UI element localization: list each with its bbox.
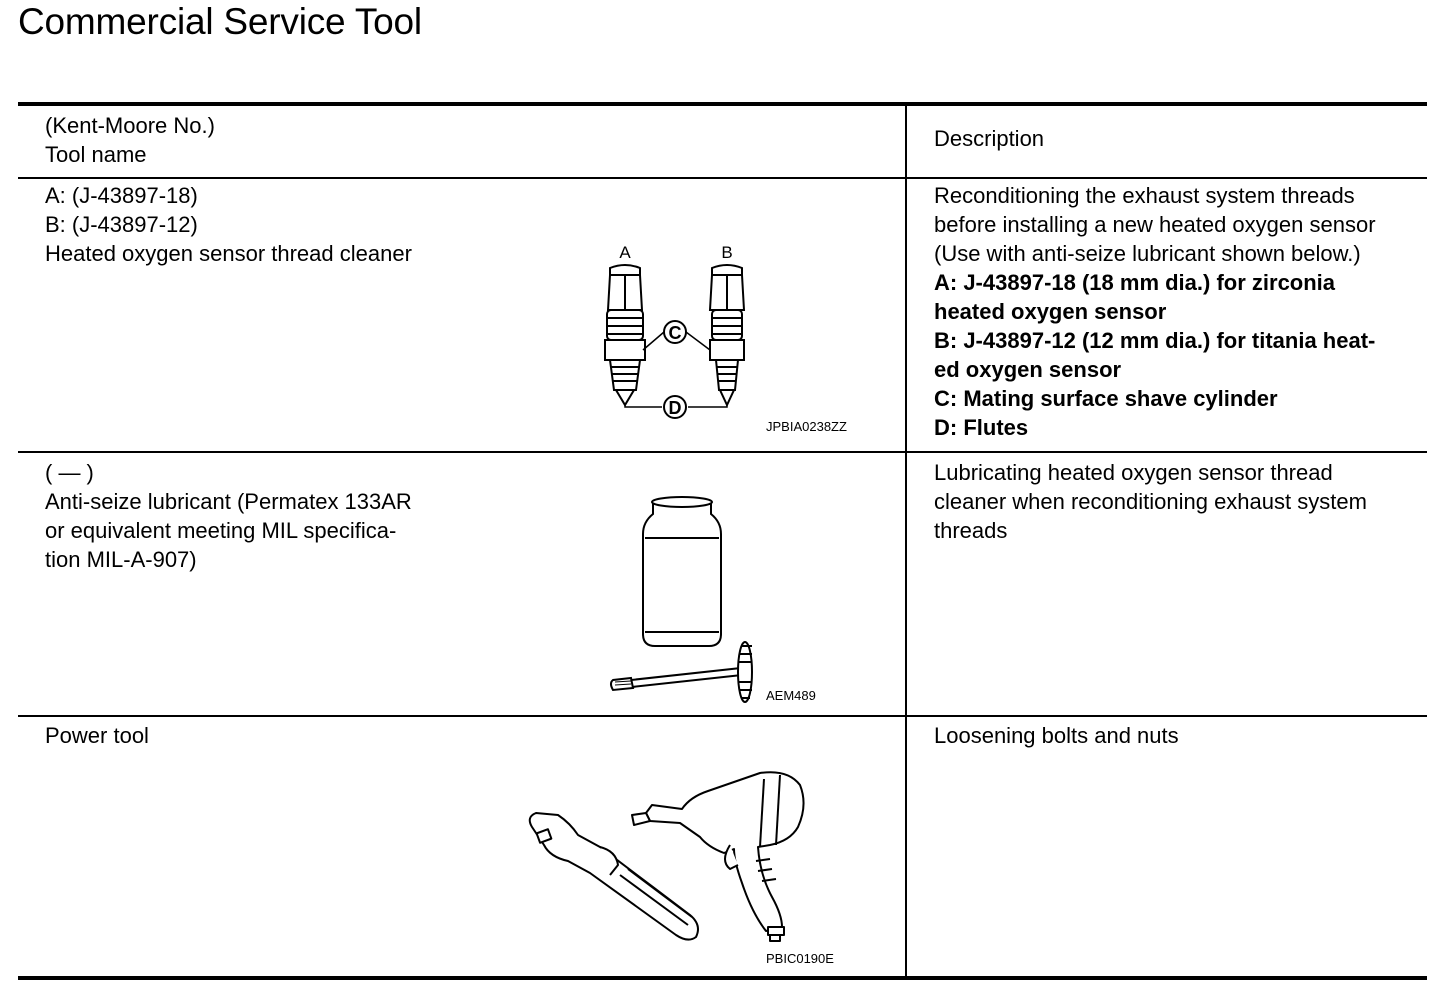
figure-code-jpbia0238zz: JPBIA0238ZZ xyxy=(766,419,847,434)
callout-d-label: D xyxy=(669,398,682,418)
desc-bold-line: A: J-43897-18 (18 mm dia.) for zirconia xyxy=(934,270,1336,295)
power-tool-illustration xyxy=(528,771,805,942)
figure-code-aem489: AEM489 xyxy=(766,688,816,703)
row-1-description: Reconditioning the exhaust system thread… xyxy=(934,181,1376,442)
row-divider-2 xyxy=(18,715,1427,717)
table-bottom-rule xyxy=(18,976,1427,980)
desc-bold-line: C: Mating surface shave cylinder xyxy=(934,386,1278,411)
lubricant-jar-brush-illustration xyxy=(610,496,753,703)
row-1-tool-name: A: (J-43897-18) B: (J-43897-12) Heated o… xyxy=(45,181,412,268)
desc-line: before installing a new heated oxygen se… xyxy=(934,212,1376,237)
tool-line: Heated oxygen sensor thread cleaner xyxy=(45,241,412,266)
header-description-label: Description xyxy=(934,126,1045,151)
column-divider xyxy=(905,104,907,978)
row-3-tool-name: Power tool xyxy=(45,721,149,750)
tool-line: or equivalent meeting MIL specifica- xyxy=(45,518,397,543)
header-tool-name-label: Tool name xyxy=(45,142,147,167)
page-title: Commercial Service Tool xyxy=(18,1,422,42)
table-top-rule xyxy=(18,102,1427,106)
desc-bold-line: ed oxygen sensor xyxy=(934,357,1122,382)
callout-c-label: C xyxy=(669,323,682,343)
tool-line: ( — ) xyxy=(45,460,94,485)
desc-bold-line: heated oxygen sensor xyxy=(934,299,1167,324)
header-kent-moore-label: (Kent-Moore No.) xyxy=(45,113,215,138)
header-tool-column: (Kent-Moore No.) Tool name xyxy=(45,111,215,169)
desc-line: Loosening bolts and nuts xyxy=(934,723,1179,748)
header-divider xyxy=(18,177,1427,179)
desc-line: Reconditioning the exhaust system thread… xyxy=(934,183,1355,208)
callout-a-label: A xyxy=(619,243,631,262)
row-2-description: Lubricating heated oxygen sensor thread … xyxy=(934,458,1367,545)
tool-line: Anti-seize lubricant (Permatex 133AR xyxy=(45,489,412,514)
desc-line: (Use with anti-seize lubricant shown bel… xyxy=(934,241,1361,266)
desc-bold-line: D: Flutes xyxy=(934,415,1029,440)
tool-line: tion MIL-A-907) xyxy=(45,547,197,572)
callout-b-label: B xyxy=(721,243,732,262)
tool-line: B: (J-43897-12) xyxy=(45,212,198,237)
tool-line: A: (J-43897-18) xyxy=(45,183,198,208)
tool-line: Power tool xyxy=(45,723,149,748)
desc-line: cleaner when reconditioning exhaust syst… xyxy=(934,489,1367,514)
thread-cleaner-illustration: C D A B xyxy=(604,243,746,419)
row-2-tool-name: ( — ) Anti-seize lubricant (Permatex 133… xyxy=(45,458,412,574)
desc-line: threads xyxy=(934,518,1008,543)
desc-line: Lubricating heated oxygen sensor thread xyxy=(934,460,1333,485)
figure-code-pbic0190e: PBIC0190E xyxy=(766,951,834,966)
row-3-description: Loosening bolts and nuts xyxy=(934,721,1179,750)
row-divider-1 xyxy=(18,451,1427,453)
desc-bold-line: B: J-43897-12 (12 mm dia.) for titania h… xyxy=(934,328,1376,353)
